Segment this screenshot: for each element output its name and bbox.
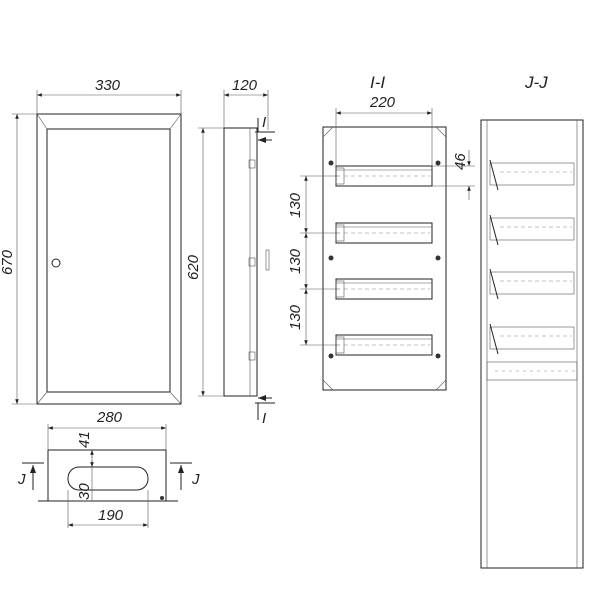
din-rail xyxy=(335,222,433,244)
din-rail xyxy=(489,214,575,246)
din-rail xyxy=(489,159,575,191)
slot-width-label: 190 xyxy=(98,507,124,524)
rail-pitch-label: 130 xyxy=(287,248,304,274)
din-rail xyxy=(489,323,575,355)
offset-label: 41 xyxy=(76,431,93,448)
lock-icon xyxy=(51,258,61,268)
section-mark-top: I xyxy=(262,114,266,131)
front-width-label: 330 xyxy=(95,77,121,94)
section-i-i: I-I 220 46 130 130 130 xyxy=(287,73,475,391)
side-depth-label: 120 xyxy=(232,77,258,94)
section-i-title: I-I xyxy=(370,73,385,92)
bottom-width-label: 280 xyxy=(96,409,123,426)
bottom-view: 280 41 30 190 J J xyxy=(17,409,200,528)
front-view: 330 670 xyxy=(0,77,182,405)
din-rail xyxy=(335,165,433,187)
side-height-label: 620 xyxy=(185,254,202,280)
section-i-width-label: 220 xyxy=(369,94,396,111)
section-mark-right: J xyxy=(191,471,200,488)
section-j-j: J-J xyxy=(480,73,584,569)
section-mark-left: J xyxy=(17,471,26,488)
din-rail xyxy=(335,334,433,356)
rail-height-label: 46 xyxy=(452,153,469,170)
section-j-title: J-J xyxy=(524,73,548,92)
rail-pitch-label: 130 xyxy=(287,304,304,330)
din-rail xyxy=(335,278,433,300)
din-rail xyxy=(489,268,575,300)
rail-pitch-label: 130 xyxy=(287,192,304,218)
side-view: 120 620 I I xyxy=(185,77,275,427)
section-mark-bottom: I xyxy=(262,410,266,427)
slot-height-label: 30 xyxy=(76,483,93,500)
front-height-label: 670 xyxy=(0,249,16,275)
